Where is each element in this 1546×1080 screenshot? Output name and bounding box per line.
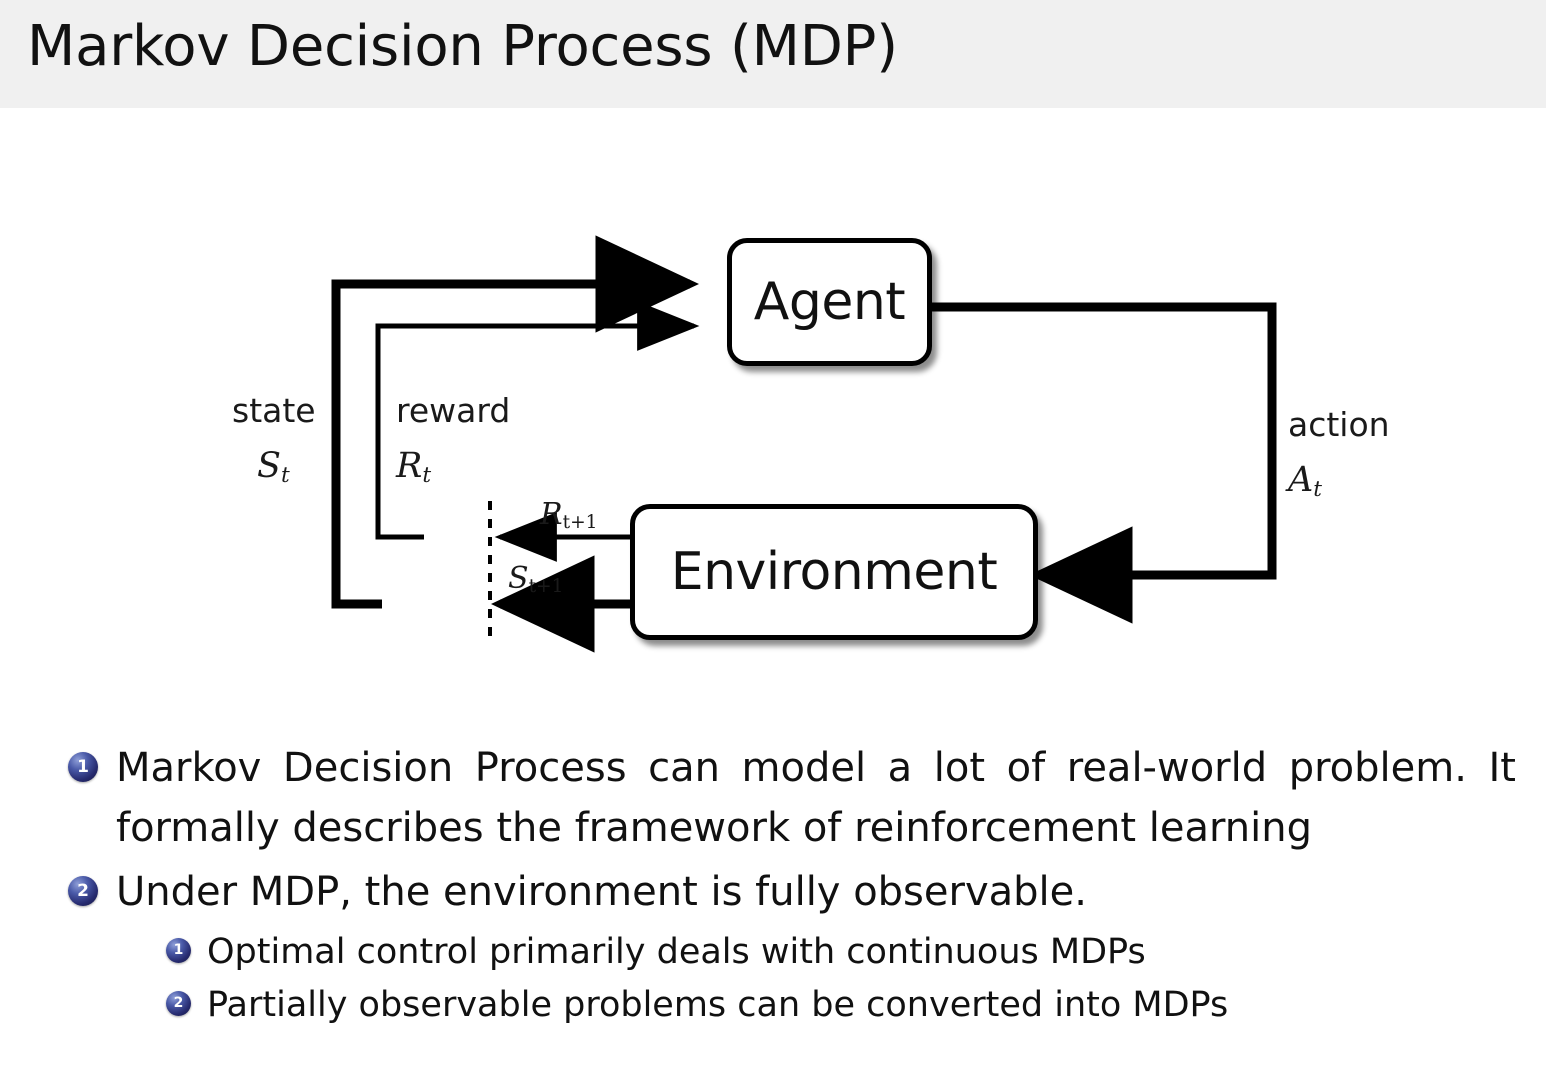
bullet-marker-2: 2 (68, 876, 98, 906)
bullet-text-1: Markov Decision Process can model a lot … (116, 745, 1516, 851)
label-reward-next: Rt+1 (540, 497, 597, 533)
sub-bullet-text-2: Partially observable problems can be con… (207, 985, 1229, 1025)
bullet-text-2: Under MDP, the environment is fully obse… (116, 869, 1087, 915)
sub-bullet-marker-1: 1 (166, 938, 191, 963)
node-environment-label: Environment (670, 542, 998, 602)
state-next-sub: t+1 (528, 576, 564, 598)
action-line (930, 302, 1277, 624)
action-symbol-sub: t (1313, 476, 1322, 502)
action-symbol-base: A (1288, 460, 1314, 500)
state-symbol-sub: t (280, 462, 290, 488)
label-reward-symbol: Rt (396, 446, 431, 488)
state-feedback-line (331, 235, 699, 609)
bullet-list: 1 Markov Decision Process can model a lo… (0, 738, 1546, 1032)
label-action-word: action (1288, 405, 1390, 444)
reward-symbol-base: R (396, 446, 423, 486)
agent-environment-diagram: Agent Environment state St reward Rt act… (0, 108, 1546, 708)
diagram-connectors (331, 235, 1277, 653)
reward-next-sub: t+1 (562, 512, 598, 534)
label-state-symbol: St (257, 446, 290, 488)
reward-next-base: R (540, 497, 563, 532)
state-symbol-base: S (257, 446, 281, 486)
reward-feedback-line (375, 301, 700, 540)
list-item: 1 Markov Decision Process can model a lo… (0, 738, 1546, 858)
slide-header-bar: Markov Decision Process (MDP) (0, 0, 1546, 108)
node-agent-label: Agent (753, 272, 906, 332)
state-next-base: S (508, 561, 529, 596)
list-item: 1 Optimal control primarily deals with c… (0, 926, 1546, 979)
label-state-word: state (232, 391, 316, 430)
page-title: Markov Decision Process (MDP) (27, 14, 898, 79)
list-item: 2 Under MDP, the environment is fully ob… (0, 862, 1546, 922)
list-item: 2 Partially observable problems can be c… (0, 979, 1546, 1032)
label-reward-word: reward (396, 391, 511, 430)
label-action-symbol: At (1288, 460, 1322, 502)
label-state-next: St+1 (508, 561, 563, 597)
node-environment: Environment (630, 504, 1038, 640)
sub-bullet-text-1: Optimal control primarily deals with con… (207, 932, 1146, 972)
bullet-marker-1: 1 (68, 752, 98, 782)
reward-symbol-sub: t (422, 462, 432, 488)
node-agent: Agent (727, 238, 932, 366)
sub-bullet-marker-2: 2 (166, 991, 191, 1016)
